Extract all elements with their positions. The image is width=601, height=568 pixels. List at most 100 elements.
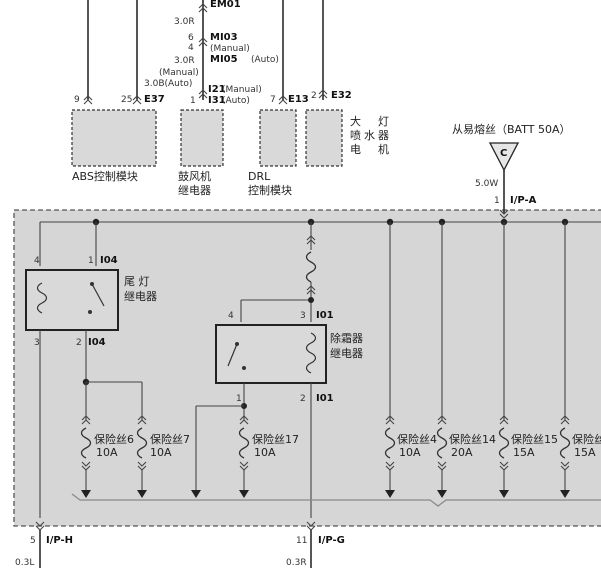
i21-wire-auto: 3.0B(Auto) (144, 79, 192, 89)
fuse-4-name: 保险丝4 (397, 432, 437, 446)
tail-relay-contact-a (90, 282, 94, 286)
i01-pin-1: 1 (236, 394, 242, 404)
washer-label-2: 喷 (350, 129, 361, 142)
tail-relay-contact-b (88, 310, 92, 314)
fusible-link-letter: C (500, 148, 507, 159)
fuse-15-name: 保险丝15 (511, 432, 558, 446)
ipa-wire: 5.0W (475, 179, 498, 189)
i21-wire-manual: (Manual) (159, 68, 199, 78)
drl-module-label-2: 控制模块 (248, 183, 292, 197)
em01-label: EM01 (210, 0, 241, 10)
drl-module-box (259, 109, 297, 167)
fuse-15 (498, 415, 510, 498)
defrost-relay-switch-icon (227, 343, 238, 367)
fuse-14 (436, 415, 448, 498)
defrost-relay-contact-a (235, 342, 239, 346)
e37-label: E37 (144, 94, 165, 105)
washer-label-5: 电 (350, 143, 361, 156)
i21-pin: 1 (190, 96, 196, 106)
fuse-17 (238, 415, 250, 498)
defrost-relay-coil-icon (305, 332, 317, 374)
em01-wire: 3.0R (174, 17, 195, 27)
blower-relay-box (180, 109, 224, 167)
fusible-link-icon (488, 142, 520, 172)
washer-label-6: 机 (378, 142, 389, 156)
fuse-7-name: 保险丝7 (150, 432, 190, 446)
i21-note: (Manual) (222, 85, 262, 95)
fuse-4-rating: 10A (399, 446, 421, 459)
fuse-7 (136, 415, 148, 498)
fuse-4 (384, 415, 396, 498)
fuse-last (559, 415, 571, 498)
e37-pin-a: 9 (74, 95, 80, 105)
node-defrost (308, 297, 314, 303)
ipa-label: I/P-A (510, 195, 537, 206)
i01-pin-2: 2 (300, 394, 306, 404)
e37-pin-b: 25 (121, 95, 132, 105)
defrost-relay-label-1: 除霜器 (330, 331, 363, 345)
washer-label-4: 器 (378, 129, 389, 142)
fuse-6 (80, 415, 92, 498)
ipa-pin: 1 (494, 196, 500, 206)
e32-pin: 2 (311, 91, 317, 101)
i31-label: I31 (208, 95, 226, 106)
ipg-wire: 0.3R (286, 558, 307, 568)
i01-pin-4: 4 (228, 311, 234, 321)
tail-relay-label-1: 尾 灯 (124, 275, 150, 288)
lower-return-line (71, 493, 601, 507)
i01-label-bottom: I01 (316, 393, 334, 404)
ipg-label: I/P-G (318, 535, 345, 546)
iph-wire: 0.3L (15, 558, 34, 568)
fuse-17-rating: 10A (254, 446, 276, 459)
abs-module-box (71, 109, 157, 167)
i31-note: (Auto) (222, 96, 250, 106)
fuse-6-rating: 10A (96, 446, 118, 459)
i04-label-bottom: I04 (88, 337, 106, 348)
fuse-6-name: 保险丝6 (94, 432, 134, 446)
mi05-wire: 3.0R (174, 56, 195, 66)
fuse-14-name: 保险丝14 (449, 432, 496, 446)
i04-label-top: I04 (100, 255, 118, 266)
batt-source-label: 从易熔丝（BATT 50A） (452, 122, 570, 136)
washer-label-0: 大 (350, 114, 361, 128)
blower-relay-label-2: 继电器 (178, 184, 211, 197)
tail-relay-label-2: 继电器 (124, 290, 157, 303)
iph-pin: 5 (30, 536, 36, 546)
ipg-pin: 11 (296, 536, 307, 546)
abs-module-label: ABS控制模块 (72, 169, 138, 183)
defroster-relay-box (215, 324, 327, 384)
i21-label: I21 (208, 84, 226, 95)
e13-label: E13 (288, 94, 309, 105)
mi03-note: (Manual) (210, 44, 250, 54)
tail-relay-coil-icon (36, 282, 48, 314)
washer-label-3: 水 (364, 129, 375, 142)
mi05-note: (Auto) (251, 55, 279, 65)
i04-pin-2: 2 (76, 338, 82, 348)
i04-pin-4: 4 (34, 256, 40, 266)
mi03-label: MI03 (210, 32, 238, 43)
e32-label: E32 (331, 90, 352, 101)
fuse-17-name: 保险丝17 (252, 432, 299, 446)
iph-label: I/P-H (46, 535, 73, 546)
fuse-15-rating: 15A (513, 446, 535, 459)
fuse-7-rating: 10A (150, 446, 172, 459)
fuse-last-rating: 15A (574, 446, 596, 459)
washer-motor-box (305, 109, 343, 167)
mi05-label: MI05 (210, 54, 238, 65)
i04-pin-1: 1 (88, 256, 94, 266)
washer-label-1: 灯 (378, 115, 389, 128)
i04-pin-3: 3 (34, 338, 40, 348)
defrost-relay-label-2: 继电器 (330, 347, 363, 360)
i01-pin-3: 3 (300, 311, 306, 321)
blower-relay-label-1: 鼓风机 (178, 169, 211, 183)
defrost-relay-contact-b (242, 366, 246, 370)
fuse-last-name: 保险丝 (572, 432, 601, 446)
fuse-14-rating: 20A (451, 446, 473, 459)
drl-module-label-1: DRL (248, 170, 271, 183)
mi05-pin: 4 (188, 43, 194, 53)
tail-light-relay-box (25, 269, 119, 331)
tail-relay-switch-icon (91, 283, 105, 307)
mi03-pin: 6 (188, 33, 194, 43)
i01-label-top: I01 (316, 310, 334, 321)
